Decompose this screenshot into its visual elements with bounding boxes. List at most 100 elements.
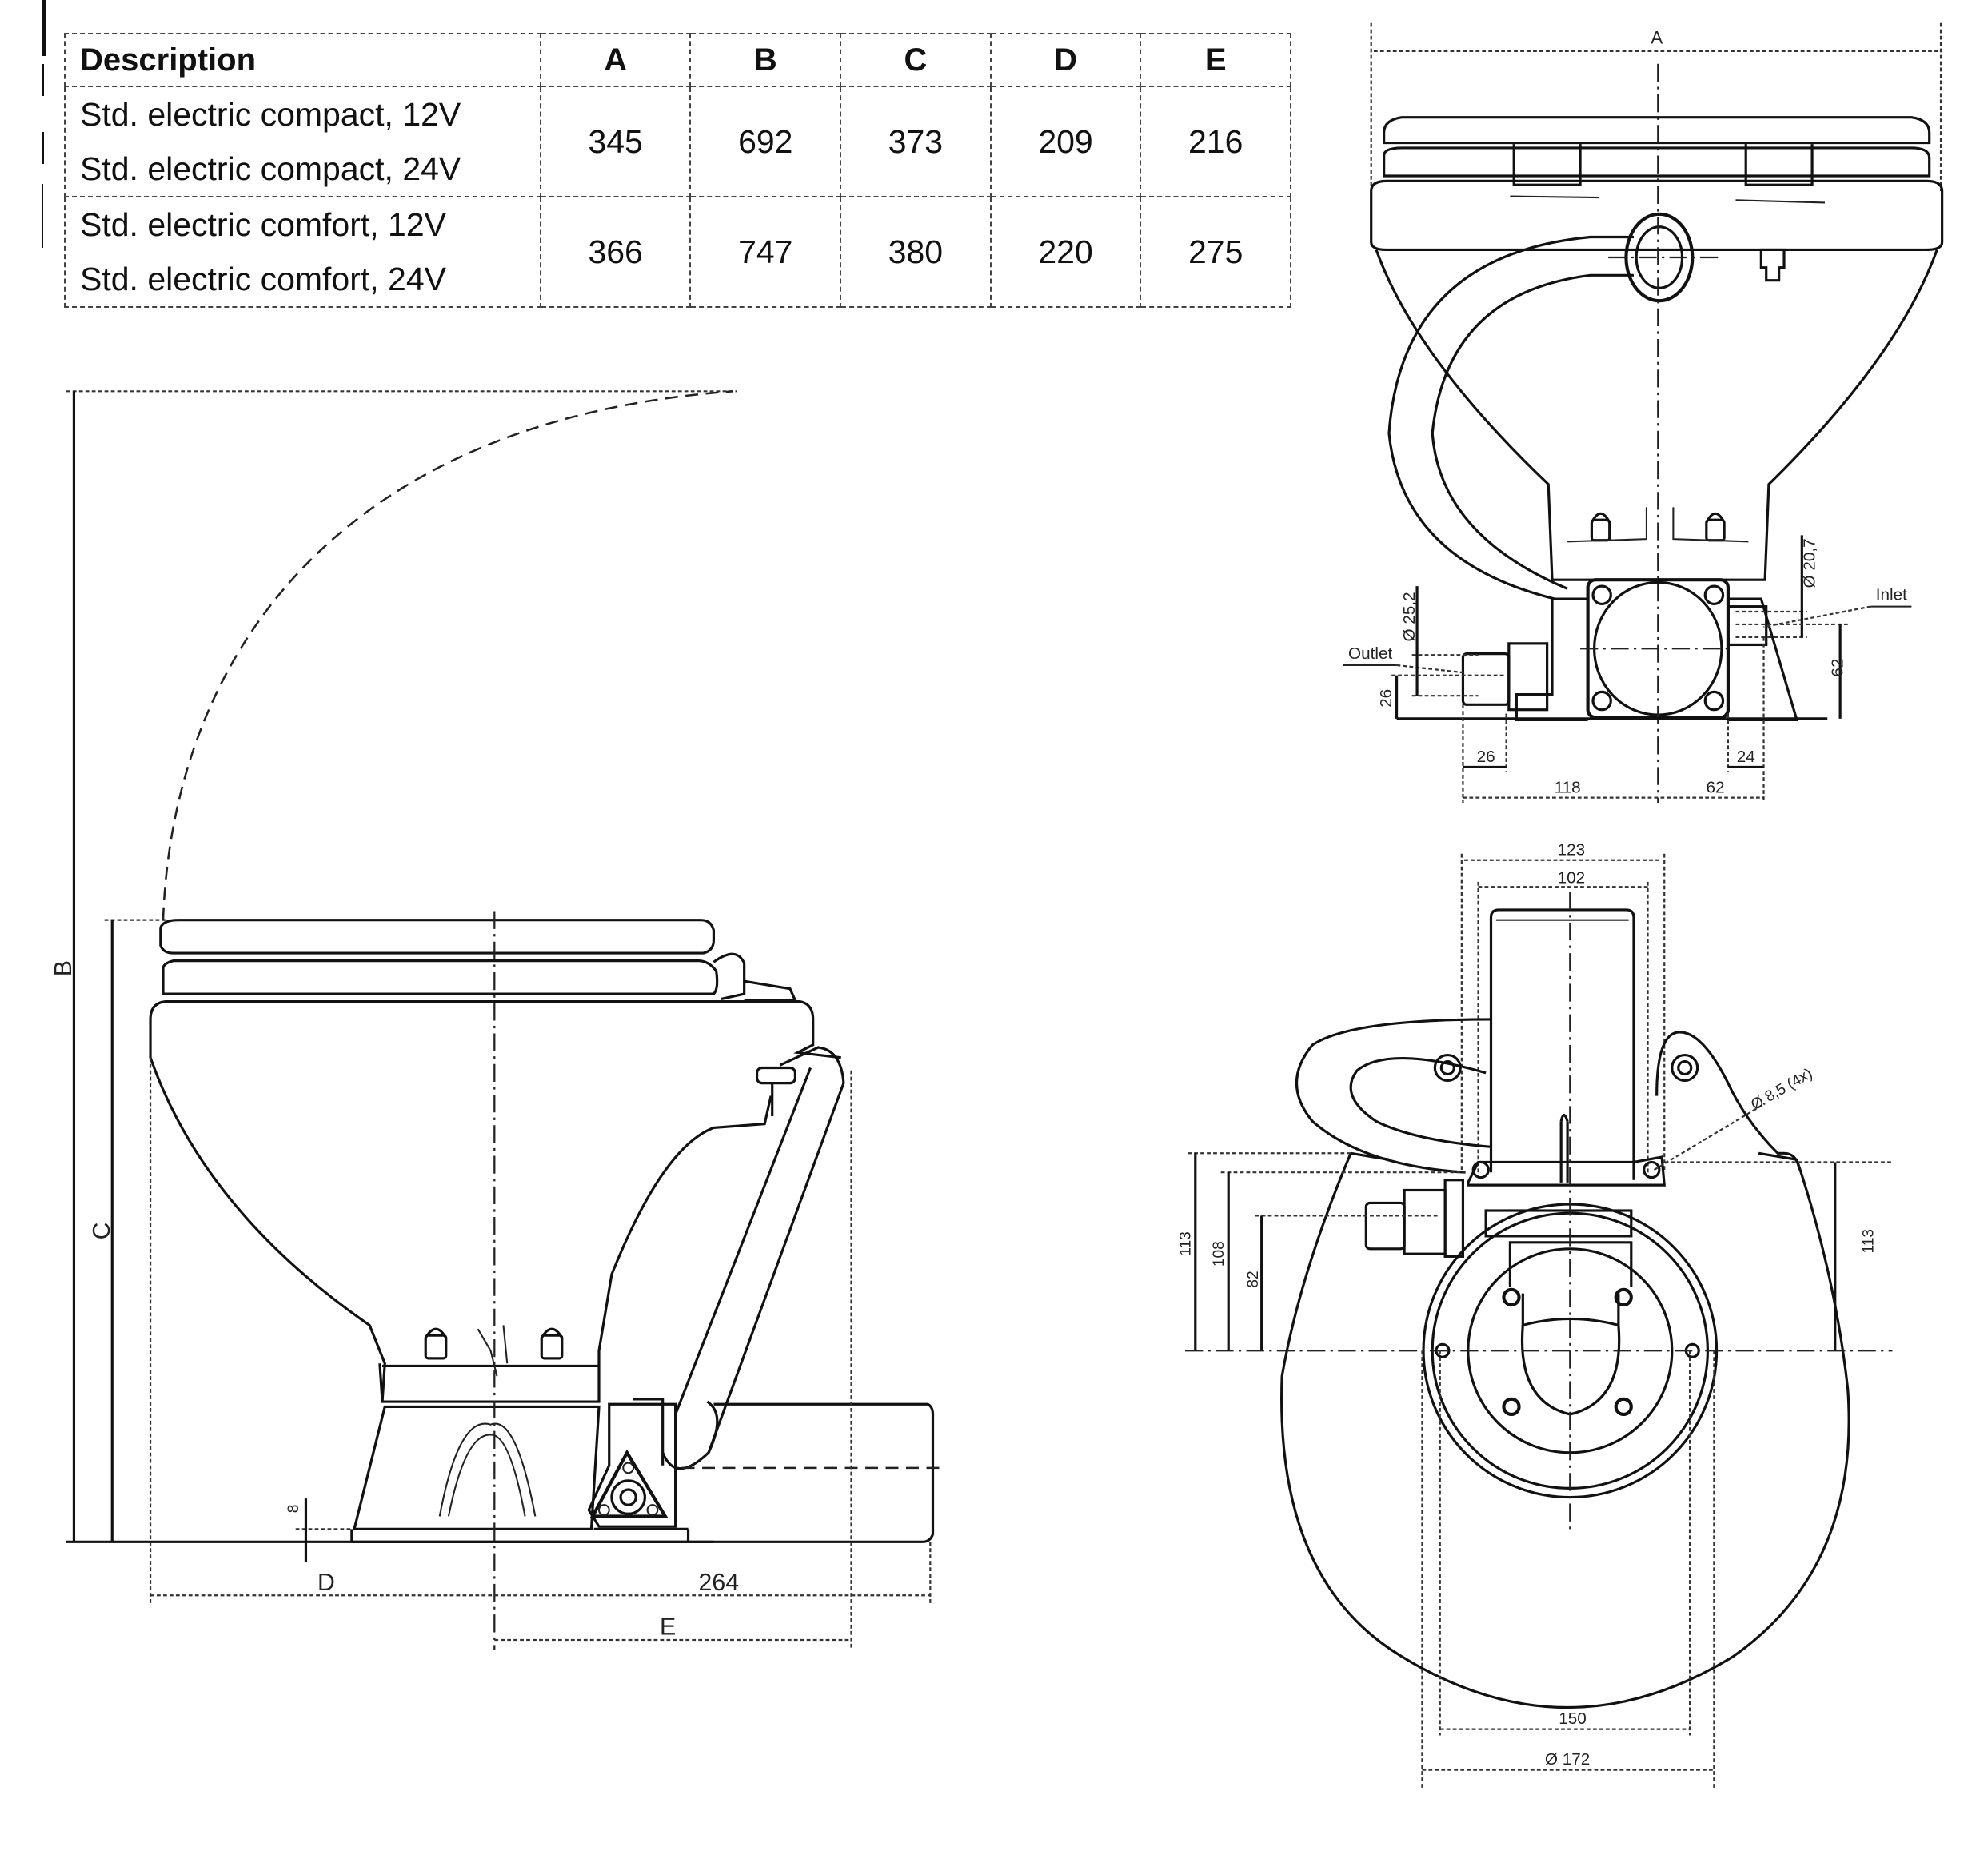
bolt-icon <box>1433 1053 1462 1083</box>
motor-lead <box>1559 1113 1569 1183</box>
mounting-hole <box>1471 1160 1490 1179</box>
column-header-description: Description <box>64 33 541 87</box>
dimension-label-inlet-height: 62 <box>1828 659 1846 677</box>
screw-icon <box>1591 584 1612 606</box>
screw-icon <box>646 1504 659 1516</box>
value-a: 345 <box>539 86 692 197</box>
pump-port <box>610 1479 646 1515</box>
inlet-fitting <box>1727 605 1768 647</box>
bolt-icon <box>1614 1287 1633 1306</box>
dimension-label-c: C <box>89 1223 115 1240</box>
lid <box>159 919 716 955</box>
hinge <box>1512 144 1814 186</box>
bolt-icon <box>1671 1053 1699 1083</box>
pedestal-arch <box>438 1422 537 1517</box>
pump-base <box>1515 597 1799 722</box>
side-view: B C <box>50 390 944 1650</box>
hose-loop <box>1387 235 1634 600</box>
screw-icon <box>622 1462 635 1474</box>
dimension-label-outlet-length: 26 <box>1477 748 1495 766</box>
model-description-cell: Std. electric comfort, 12V Std. electric… <box>64 196 541 308</box>
dimension-label-113-right: 113 <box>1861 1229 1878 1253</box>
pump-housing <box>587 1402 677 1528</box>
inlet-label: Inlet <box>1876 586 1907 604</box>
scan-margin-mark <box>42 132 44 164</box>
table-row: Std. electric comfort, 12V Std. electric… <box>64 196 1291 308</box>
screw-icon <box>1591 690 1612 712</box>
hinge <box>713 952 746 1001</box>
value-b: 692 <box>689 86 842 197</box>
bolt-icon <box>540 1334 564 1360</box>
dimension-label-123: 123 <box>1558 840 1586 859</box>
dimension-label-113-left: 113 <box>1177 1231 1194 1255</box>
value-d: 220 <box>989 196 1142 308</box>
bolt-icon <box>1677 1059 1693 1076</box>
value-e: 216 <box>1140 86 1291 197</box>
bowl-flange <box>1655 1031 1801 1171</box>
pump-flange <box>589 1449 669 1518</box>
scan-margin-mark <box>42 64 44 96</box>
dimension-label-a: A <box>1651 27 1663 47</box>
dimensions-table: Description A B C D E Std. electric comp… <box>64 33 1291 308</box>
seat <box>1383 146 1931 178</box>
seat <box>162 959 719 995</box>
outlet-fitting <box>1507 642 1549 712</box>
bolt-icon <box>1439 1059 1455 1076</box>
value-c: 373 <box>840 86 992 197</box>
leader-line <box>1653 1103 1766 1171</box>
outlet-flange <box>1443 1179 1465 1258</box>
motor-body <box>1489 908 1635 1180</box>
mounting-hole <box>1643 1160 1661 1179</box>
bolt-icon <box>1590 518 1611 542</box>
bowl-detail <box>1567 507 1749 543</box>
bolt-icon <box>1614 1397 1633 1417</box>
dimension-label-62: 62 <box>1706 778 1724 796</box>
bolt-icon <box>1705 518 1726 542</box>
bowl-outline <box>149 1000 841 1403</box>
dimension-label-118: 118 <box>1555 778 1581 796</box>
drain-opening <box>1520 1325 1621 1416</box>
model-name: Std. electric comfort, 12V <box>80 206 447 243</box>
flush-valve <box>755 1066 796 1085</box>
bowl-detail <box>477 1325 509 1377</box>
dimension-label-172: Ø 172 <box>1545 1750 1590 1769</box>
hose-loop-inner <box>1349 1056 1491 1148</box>
lid <box>1383 116 1931 145</box>
column-header-e: E <box>1140 33 1291 87</box>
bolt-icon <box>424 1334 448 1360</box>
dimension-label-b: B <box>50 960 77 976</box>
motor-outline <box>688 1402 935 1543</box>
bowl-outline <box>1280 1152 1850 1709</box>
dimension-label-inlet-length: 24 <box>1737 748 1755 766</box>
value-a: 366 <box>539 196 692 308</box>
bowl-outline <box>1350 1151 1798 1161</box>
outlet-fitting <box>1403 1188 1447 1255</box>
screw-icon <box>1703 584 1725 606</box>
outlet-pipe <box>1461 652 1511 706</box>
value-b: 747 <box>689 196 842 308</box>
column-header-d: D <box>989 33 1142 87</box>
dimension-label-outlet-diameter: Ø 25,2 <box>1400 592 1419 641</box>
scan-margin-mark <box>42 184 43 248</box>
screw-icon <box>597 1504 610 1516</box>
dimension-label-8: 8 <box>285 1505 302 1514</box>
pump-body <box>1484 1209 1633 1238</box>
dimension-label-102: 102 <box>1558 868 1586 887</box>
bolt-icon <box>540 1327 564 1339</box>
model-name: Std. electric comfort, 24V <box>80 261 447 297</box>
leader-line <box>1396 664 1466 674</box>
pump-bracket <box>633 1398 665 1466</box>
scan-margin-mark <box>42 0 46 56</box>
dimension-label-82: 82 <box>1245 1271 1262 1287</box>
dimension-label-outlet-height: 26 <box>1377 689 1395 708</box>
hose-inner-edge <box>674 1067 812 1454</box>
rim-detail <box>1510 195 1826 204</box>
outlet-pipe <box>1364 1201 1406 1251</box>
hose <box>661 1046 845 1470</box>
pump-port-inner <box>619 1488 637 1506</box>
hose-loop-inner <box>1431 273 1634 590</box>
column-header-b: B <box>689 33 842 87</box>
bolt-icon <box>424 1327 448 1339</box>
value-e: 275 <box>1140 196 1291 308</box>
